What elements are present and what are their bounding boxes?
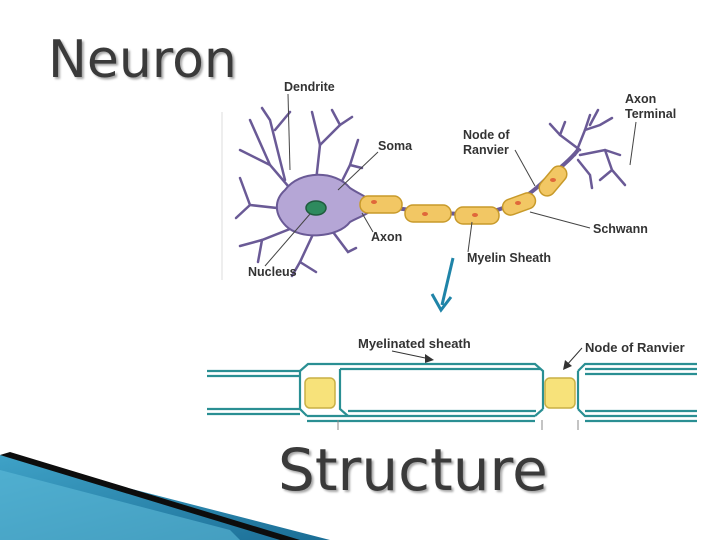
label-schwann: Schwann bbox=[593, 222, 648, 236]
myelin-segment bbox=[501, 192, 537, 216]
corner-decoration bbox=[0, 452, 330, 540]
myelinated-axon-detail bbox=[207, 362, 697, 430]
label-soma: Soma bbox=[378, 139, 413, 153]
myelin-segment bbox=[538, 165, 568, 197]
axon-terminal-branches bbox=[548, 108, 627, 190]
label-dendrite: Dendrite bbox=[284, 80, 335, 94]
label-myelin-sheath: Myelin Sheath bbox=[467, 251, 551, 265]
label-node-of-ranvier-line2: Ranvier bbox=[463, 143, 509, 157]
myelin-segment bbox=[454, 206, 500, 225]
node-of-ranvier-arrow bbox=[563, 347, 583, 370]
myelin-segment bbox=[404, 204, 452, 223]
leader-lines bbox=[264, 93, 637, 267]
down-arrow-icon bbox=[430, 257, 455, 313]
myelin-segments bbox=[359, 165, 568, 225]
nucleus bbox=[305, 200, 327, 216]
node-of-ranvier-2 bbox=[544, 377, 576, 409]
dendrites bbox=[234, 106, 364, 278]
slide-title-structure: Structure bbox=[278, 436, 548, 504]
slide-title-neuron: Neuron bbox=[48, 30, 237, 90]
myelin-segment bbox=[359, 195, 403, 214]
node-of-ranvier-1 bbox=[304, 377, 336, 409]
label-nucleus: Nucleus bbox=[248, 265, 297, 279]
label-axon-terminal-line1: Axon bbox=[625, 92, 656, 106]
label-myelinated-sheath: Myelinated sheath bbox=[358, 336, 471, 351]
label-node-of-ranvier-line1: Node of bbox=[463, 128, 510, 142]
label-axon: Axon bbox=[371, 230, 402, 244]
label-axon-terminal-line2: Terminal bbox=[625, 107, 676, 121]
label-node-of-ranvier-detail: Node of Ranvier bbox=[585, 340, 685, 355]
myelinated-sheath-arrow bbox=[391, 350, 434, 363]
